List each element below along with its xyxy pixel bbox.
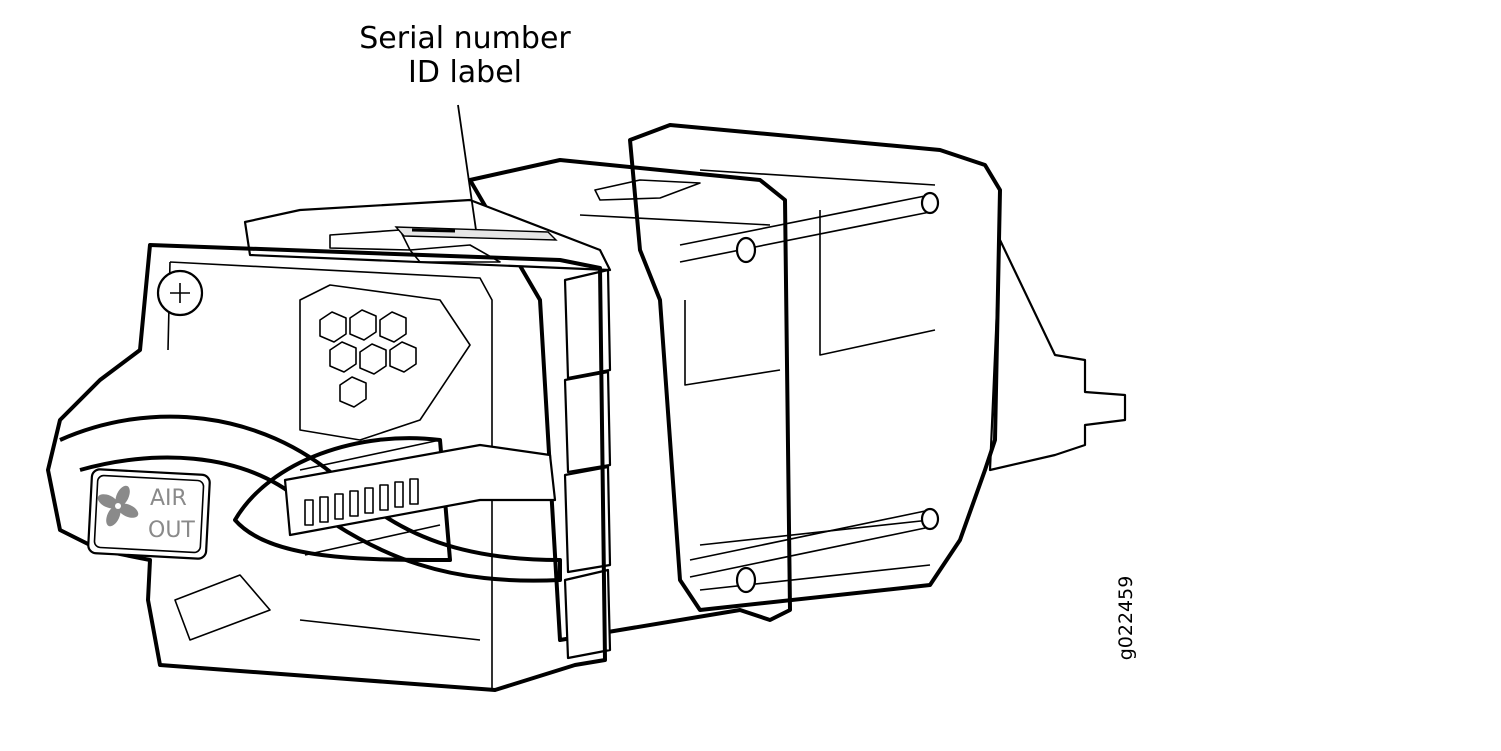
rear-connector — [988, 238, 1127, 472]
figure-id: g022459 — [1115, 575, 1137, 661]
side-latches — [563, 268, 612, 660]
serial-number-callout: Serial number ID label — [340, 22, 590, 90]
callout-line-1: Serial number — [359, 21, 571, 56]
handle-swoop — [59, 414, 562, 583]
air-out-badge — [87, 468, 211, 560]
badge-out-text: OUT — [148, 518, 195, 543]
rear-housing — [628, 123, 1002, 612]
badge-air-text: AIR — [150, 486, 187, 511]
guide-rods — [679, 194, 931, 578]
front-bezel — [46, 243, 607, 692]
pull-handle[interactable] — [283, 439, 557, 556]
honeycomb-grille — [299, 284, 471, 441]
fan-icon — [97, 485, 139, 527]
callout-leader-line — [457, 104, 477, 231]
callout-line-2: ID label — [407, 55, 523, 90]
